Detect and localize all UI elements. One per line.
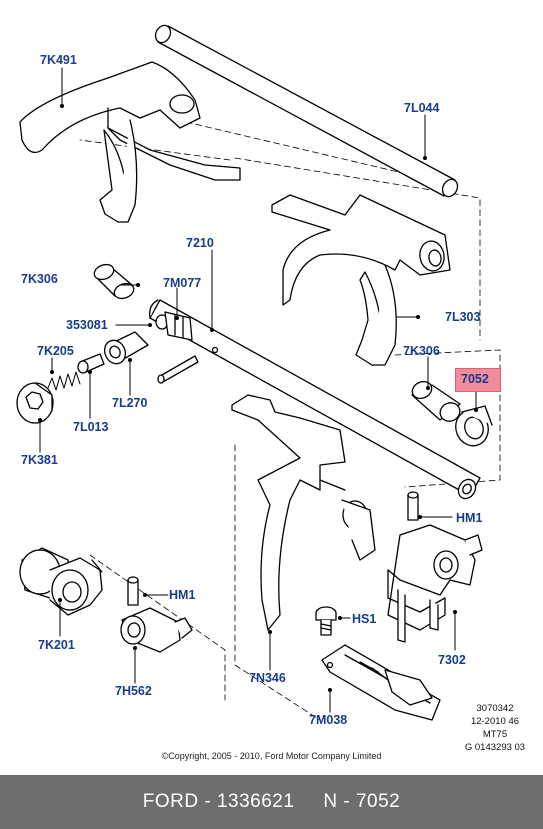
- reference-block: 3070342 12-2010 46 MT75 G 0143293 03: [455, 702, 535, 754]
- part-7H562: [120, 607, 193, 653]
- label-7052[interactable]: 7052: [461, 372, 489, 386]
- rod-7210: [149, 299, 481, 500]
- copyright-text: ©Copyright, 2005 - 2010, Ford Motor Comp…: [161, 751, 382, 761]
- bush-7K306-lower: [411, 380, 461, 422]
- label-7L044[interactable]: 7L044: [404, 101, 440, 115]
- bush-7K306-upper: [93, 263, 135, 300]
- detent-7L013: [77, 353, 105, 374]
- label-HM1-lower[interactable]: HM1: [169, 588, 196, 602]
- label-7N346[interactable]: 7N346: [249, 671, 286, 685]
- exploded-parts-diagram: [16, 24, 501, 721]
- label-7H562[interactable]: 7H562: [115, 684, 152, 698]
- spring-7K205: [47, 371, 81, 391]
- footer-part-number: FORD - 1336621 N - 7052: [142, 791, 401, 812]
- plate-7M038: [321, 644, 441, 721]
- fork-7L303: [271, 194, 451, 366]
- reference-line-2: 12-2010 46: [470, 716, 520, 727]
- leader-lines: [39, 67, 477, 713]
- pin-HM1-lower: [127, 576, 139, 606]
- part-7K201: [19, 547, 103, 616]
- label-7K205[interactable]: 7K205: [37, 344, 74, 358]
- label-7L303[interactable]: 7L303: [445, 310, 481, 324]
- leader-dots: [38, 104, 478, 692]
- label-7K306-lower[interactable]: 7K306: [403, 344, 440, 358]
- label-HM1-upper[interactable]: HM1: [456, 511, 483, 525]
- label-7M077[interactable]: 7M077: [163, 276, 202, 290]
- ring-7052: [455, 405, 493, 447]
- label-7210[interactable]: 7210: [186, 236, 214, 250]
- label-7K381[interactable]: 7K381: [21, 453, 58, 467]
- fork-7N346: [231, 394, 376, 631]
- label-7L013[interactable]: 7L013: [73, 420, 109, 434]
- label-7K201[interactable]: 7K201: [38, 638, 75, 652]
- plunger-7L270: [103, 331, 149, 365]
- clip-353081: [155, 311, 193, 341]
- label-HS1[interactable]: HS1: [352, 612, 377, 626]
- reference-line-4: G 0143293 03: [464, 742, 526, 753]
- bolt-HS1: [315, 606, 337, 636]
- reference-line-3: MT75: [482, 729, 508, 740]
- pin-7M077: [157, 355, 199, 384]
- label-7K491[interactable]: 7K491: [40, 53, 77, 67]
- label-7K306-upper[interactable]: 7K306: [21, 272, 58, 286]
- reference-line-1: 3070342: [476, 703, 514, 714]
- footer-bar: FORD - 1336621 N - 7052: [0, 775, 543, 829]
- label-7M038[interactable]: 7M038: [309, 713, 348, 727]
- rod-7L044: [154, 24, 459, 198]
- fork-7K491: [19, 61, 241, 223]
- pin-HM1-upper: [407, 491, 419, 521]
- label-353081[interactable]: 353081: [66, 318, 108, 332]
- selector-7302: [387, 524, 483, 643]
- label-7L270[interactable]: 7L270: [112, 396, 148, 410]
- label-7302[interactable]: 7302: [438, 653, 466, 667]
- nut-7K381: [16, 382, 54, 424]
- highlight-box-7052: [455, 368, 501, 392]
